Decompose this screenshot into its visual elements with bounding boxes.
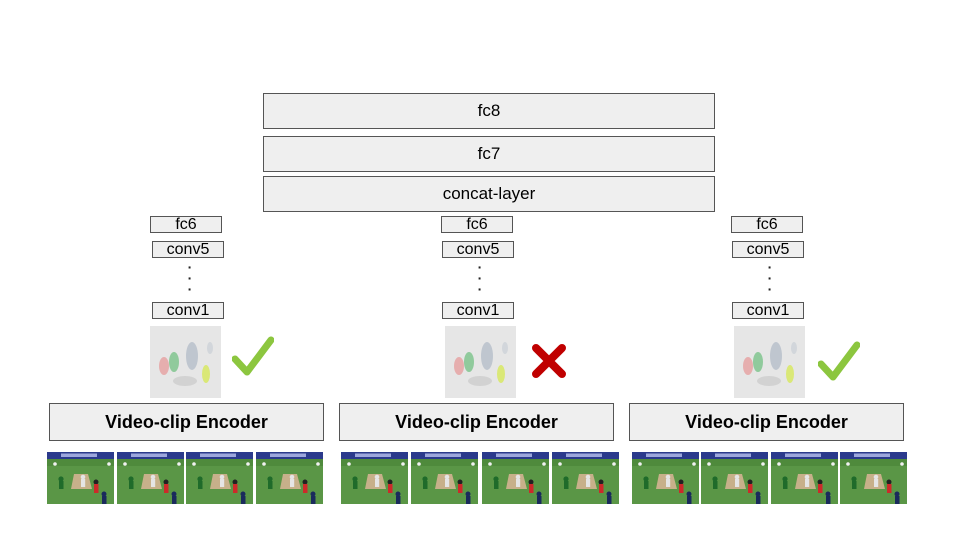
video-clip-encoder-1: Video-clip Encoder: [49, 403, 324, 441]
cross-icon: [532, 344, 566, 378]
check-icon: [232, 336, 274, 376]
conv1-layer-3: conv1: [732, 302, 804, 319]
check-icon: [818, 341, 860, 381]
fc8-layer: fc8: [263, 93, 715, 129]
fc7-layer: fc7: [263, 136, 715, 172]
video-frame: [47, 452, 114, 504]
concat-layer: concat-layer: [263, 176, 715, 212]
video-frame: [552, 452, 619, 504]
conv5-layer-2: conv5: [442, 241, 514, 258]
video-clip-encoder-2: Video-clip Encoder: [339, 403, 614, 441]
video-frame: [411, 452, 478, 504]
fc6-layer-1: fc6: [150, 216, 222, 233]
video-clip-encoder-3: Video-clip Encoder: [629, 403, 904, 441]
video-frame: [482, 452, 549, 504]
layer-ellipsis-2: ···: [477, 259, 483, 297]
layer-ellipsis-1: ···: [187, 259, 193, 297]
conv1-layer-2: conv1: [442, 302, 514, 319]
video-frame: [186, 452, 253, 504]
layer-ellipsis-3: ···: [767, 259, 773, 297]
motion-mask-image-2: [445, 326, 516, 398]
fc6-layer-3: fc6: [731, 216, 803, 233]
video-frame: [632, 452, 699, 504]
video-frame: [341, 452, 408, 504]
video-frame: [256, 452, 323, 504]
fc6-layer-2: fc6: [441, 216, 513, 233]
motion-mask-image-3: [734, 326, 805, 398]
conv5-layer-1: conv5: [152, 241, 224, 258]
video-frame: [117, 452, 184, 504]
conv5-layer-3: conv5: [732, 241, 804, 258]
video-frame: [701, 452, 768, 504]
video-frame: [840, 452, 907, 504]
video-frame: [771, 452, 838, 504]
conv1-layer-1: conv1: [152, 302, 224, 319]
motion-mask-image-1: [150, 326, 221, 398]
